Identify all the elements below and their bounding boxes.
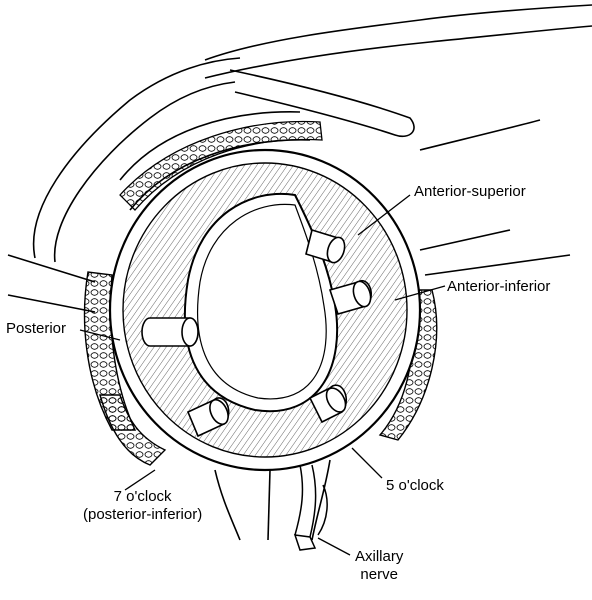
label-anterior-superior: Anterior-superior	[414, 183, 526, 200]
suture-anchor-anterior-inferior	[328, 279, 373, 315]
axillary-nerve	[293, 464, 328, 551]
suture-anchor-7-oclock	[186, 397, 230, 438]
suture-anchor-5-oclock	[308, 384, 347, 424]
humerus-lower	[214, 459, 331, 541]
suture-anchor-posterior	[141, 317, 199, 347]
leader-lines	[79, 194, 446, 556]
superior-capsule-tissue	[119, 120, 323, 211]
label-posterior: Posterior	[6, 320, 67, 337]
clavicle-bone	[204, 4, 592, 137]
suture-anchor-anterior-superior	[305, 228, 346, 264]
label-axillary-nerve: Axillary nerve	[355, 548, 403, 584]
label-axillary-line1: Axillary	[355, 548, 404, 565]
label-7-oclock-line2: (posterior-inferior)	[83, 506, 203, 523]
label-axillary-line2: nerve	[360, 566, 398, 583]
glenoid-fossa	[183, 192, 339, 413]
label-7-oclock: 7 o'clock (posterior-inferior)	[83, 488, 202, 524]
label-5-oclock: 5 o'clock	[386, 477, 444, 494]
label-anterior-inferior: Anterior-inferior	[447, 278, 551, 295]
label-7-oclock-line1: 7 o'clock	[113, 488, 172, 505]
